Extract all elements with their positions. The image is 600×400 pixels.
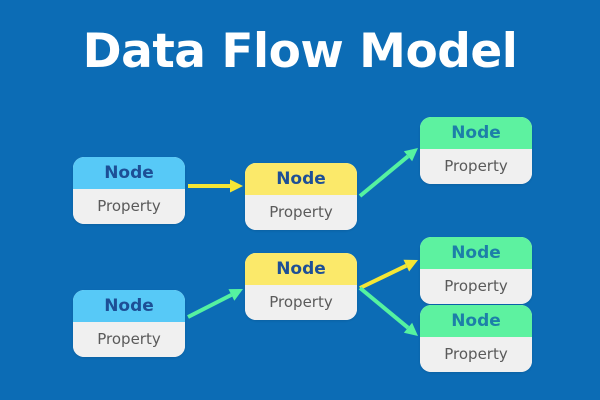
node-header-label: Node [245,163,357,195]
node-property-label: Property [420,269,532,304]
node-property-label: Property [420,337,532,372]
node-header-label: Node [420,237,532,269]
flow-arrow [187,289,243,319]
arrow-shaft [359,263,408,290]
node-property-label: Property [245,285,357,320]
arrow-shaft [187,293,233,319]
node-property-label: Property [73,189,185,224]
node-header-label: Node [73,290,185,322]
arrow-shaft [358,154,410,198]
flow-arrow [359,259,418,290]
node-property-label: Property [245,195,357,230]
node-property-label: Property [73,322,185,357]
node-header-label: Node [420,117,532,149]
page-title: Data Flow Model [82,24,518,79]
flow-arrow [358,286,418,336]
arrow-head [403,322,418,336]
node-header-label: Node [73,157,185,189]
arrow-head [228,289,243,301]
arrow-head [230,179,243,193]
flow-arrow [358,148,418,198]
arrow-shaft [358,286,410,330]
node-header-label: Node [420,305,532,337]
node-header-label: Node [245,253,357,285]
flow-arrow [188,179,243,193]
arrow-head [403,259,418,272]
node-property-label: Property [420,149,532,184]
arrow-head [403,148,418,162]
